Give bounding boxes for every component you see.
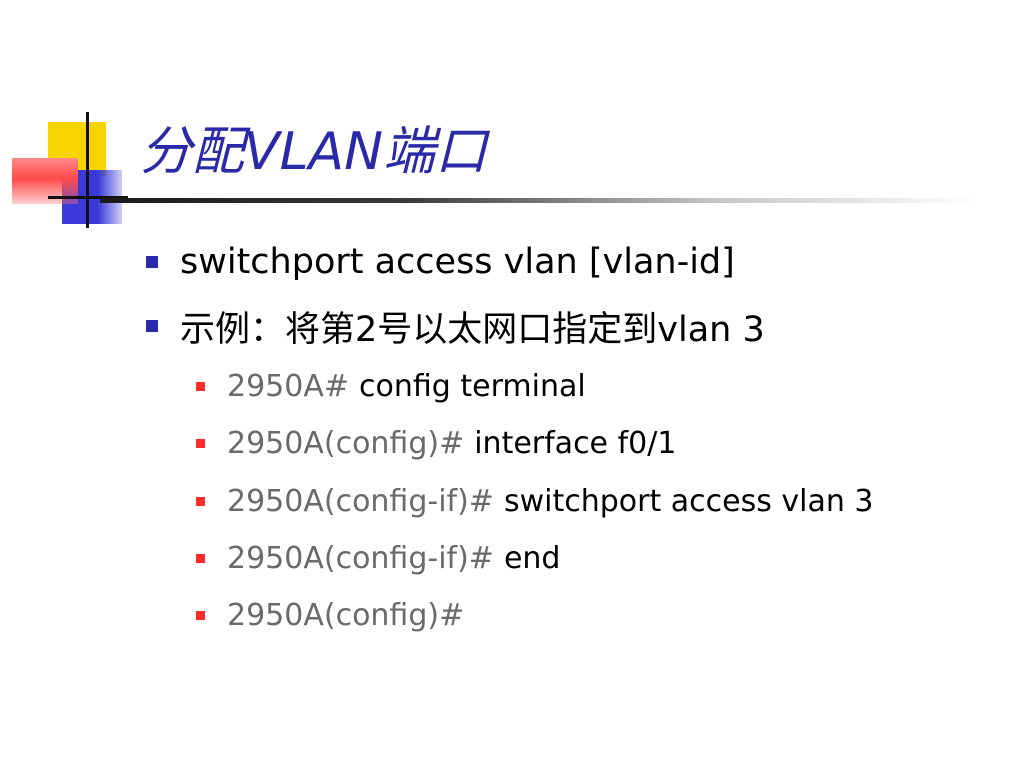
command-prompt: 2950A(config)#: [227, 425, 465, 461]
horizontal-line-decoration: [48, 196, 128, 199]
command-prompt: 2950A(config-if)#: [227, 540, 494, 576]
square-bullet-icon: [196, 553, 205, 563]
command-item: 2950A(config-if)# end: [196, 537, 560, 579]
command-text: config terminal: [359, 368, 586, 404]
command-item: 2950A# config terminal: [196, 365, 586, 407]
title-suffix: 端口: [383, 122, 488, 182]
command-text: interface f0/1: [474, 425, 677, 461]
command-item: 2950A(config)# interface f0/1: [196, 422, 676, 464]
command-item: 2950A(config)#: [196, 594, 474, 636]
vertical-line-decoration: [86, 112, 89, 228]
command-prompt: 2950A(config)#: [227, 597, 465, 633]
bullet-text: switchport access vlan [vlan-id]: [180, 242, 735, 282]
square-bullet-icon: [196, 381, 205, 391]
title-prefix: 分配: [140, 122, 245, 182]
bullet-item: switchport access vlan [vlan-id]: [146, 238, 735, 286]
square-bullet-icon: [146, 256, 158, 268]
title-latin: VLAN: [244, 122, 384, 182]
command-prompt: 2950A(config-if)#: [227, 483, 494, 519]
square-bullet-icon: [146, 320, 158, 332]
square-bullet-icon: [196, 438, 205, 448]
command-item: 2950A(config-if)# switchport access vlan…: [196, 480, 874, 522]
square-bullet-icon: [196, 496, 205, 506]
command-text: switchport access vlan 3: [503, 483, 874, 519]
square-bullet-icon: [196, 610, 205, 620]
command-prompt: 2950A#: [227, 368, 350, 404]
title-underline: [100, 198, 980, 203]
bullet-text: 示例：将第2号以太网口指定到vlan 3: [180, 309, 765, 350]
corner-decoration: [0, 0, 200, 240]
bullet-item: 示例：将第2号以太网口指定到vlan 3: [146, 302, 765, 350]
command-text: end: [503, 540, 561, 576]
slide-title: 分配VLAN端口: [140, 112, 487, 192]
